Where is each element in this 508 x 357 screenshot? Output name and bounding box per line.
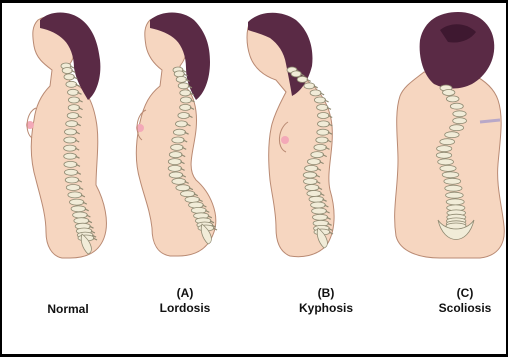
- vertebra: [318, 121, 330, 127]
- vertebra: [304, 83, 315, 89]
- vertebra: [307, 191, 321, 197]
- vertebra: [440, 165, 456, 171]
- vertebra: [65, 129, 77, 135]
- vertebra: [64, 161, 77, 167]
- vertebra: [436, 152, 451, 158]
- vertebra: [443, 90, 455, 96]
- vertebra: [62, 68, 72, 74]
- vertebra: [317, 104, 328, 110]
- spine-marker-scoliosis: [480, 120, 500, 122]
- label-lordosis-name: Lordosis: [150, 301, 220, 316]
- vertebra: [312, 208, 327, 214]
- vertebra: [65, 177, 79, 183]
- vertebra: [438, 159, 454, 165]
- label-scoliosis-name: Scoliosis: [430, 301, 500, 316]
- label-scoliosis: (C) Scoliosis: [430, 286, 500, 316]
- figure-normal: [26, 13, 106, 259]
- vertebra: [304, 178, 318, 184]
- vertebra: [169, 172, 183, 178]
- label-lordosis: (A) Lordosis: [150, 286, 220, 316]
- vertebra: [64, 145, 77, 151]
- vertebra: [172, 178, 186, 184]
- vertebra: [71, 206, 86, 212]
- vertebra: [168, 159, 181, 165]
- vertebra: [180, 90, 191, 96]
- vertebra: [309, 196, 324, 202]
- vertebra: [305, 165, 318, 171]
- breast-tip-kyphosis: [281, 136, 289, 144]
- vertebra: [446, 96, 459, 102]
- vertebra: [68, 97, 79, 103]
- vertebra: [442, 172, 459, 178]
- vertebra: [64, 153, 77, 159]
- vertebra: [311, 202, 326, 208]
- vertebra: [297, 76, 307, 82]
- vertebra: [180, 104, 191, 110]
- vertebra: [314, 144, 327, 150]
- vertebra: [173, 129, 185, 135]
- vertebra: [169, 152, 182, 158]
- vertebra: [171, 144, 184, 150]
- vertebra: [318, 113, 330, 119]
- vertebra: [310, 90, 321, 96]
- vertebra: [450, 125, 464, 131]
- vertebra: [303, 172, 317, 178]
- vertebra: [444, 178, 461, 184]
- vertebra: [68, 89, 79, 95]
- vertebra: [66, 81, 77, 87]
- vertebra: [453, 118, 467, 124]
- vertebra: [74, 218, 89, 224]
- vertebra: [311, 152, 324, 158]
- vertebra: [437, 146, 452, 152]
- vertebra: [313, 214, 328, 220]
- vertebra: [305, 185, 319, 191]
- vertebra: [64, 169, 77, 175]
- vertebra: [446, 192, 464, 198]
- vertebra: [453, 111, 466, 117]
- vertebra: [176, 121, 188, 127]
- vertebra: [176, 185, 190, 191]
- vertebra: [178, 113, 190, 119]
- vertebra: [440, 139, 455, 145]
- vertebra: [168, 165, 181, 171]
- label-kyphosis-letter: (B): [286, 286, 366, 301]
- vertebra: [67, 113, 79, 119]
- vertebra: [185, 197, 200, 203]
- vertebra: [178, 83, 189, 89]
- label-normal-name: Normal: [38, 302, 98, 317]
- vertebra: [291, 71, 301, 77]
- vertebra: [181, 191, 195, 197]
- label-lordosis-letter: (A): [150, 286, 220, 301]
- vertebra: [316, 137, 328, 143]
- vertebra: [64, 74, 74, 80]
- vertebra: [172, 137, 184, 143]
- vertebra: [180, 97, 191, 103]
- vertebra: [445, 185, 462, 191]
- vertebra: [66, 185, 80, 191]
- vertebra: [176, 76, 186, 82]
- vertebra: [314, 97, 325, 103]
- label-kyphosis: (B) Kyphosis: [286, 286, 366, 316]
- vertebra: [68, 192, 82, 198]
- vertebra: [446, 199, 464, 205]
- vertebra: [445, 132, 459, 138]
- vertebra: [450, 103, 463, 109]
- vertebra: [307, 159, 320, 165]
- vertebra: [317, 129, 329, 135]
- vertebra: [73, 212, 88, 218]
- vertebra: [66, 121, 78, 127]
- hair-scoliosis: [420, 12, 495, 89]
- vertebra: [64, 137, 76, 143]
- vertebra: [68, 105, 79, 111]
- vertebra: [70, 199, 84, 205]
- label-kyphosis-name: Kyphosis: [286, 301, 366, 316]
- label-scoliosis-letter: (C): [430, 286, 500, 301]
- vertebra: [174, 71, 184, 77]
- label-normal: Normal: [38, 302, 98, 317]
